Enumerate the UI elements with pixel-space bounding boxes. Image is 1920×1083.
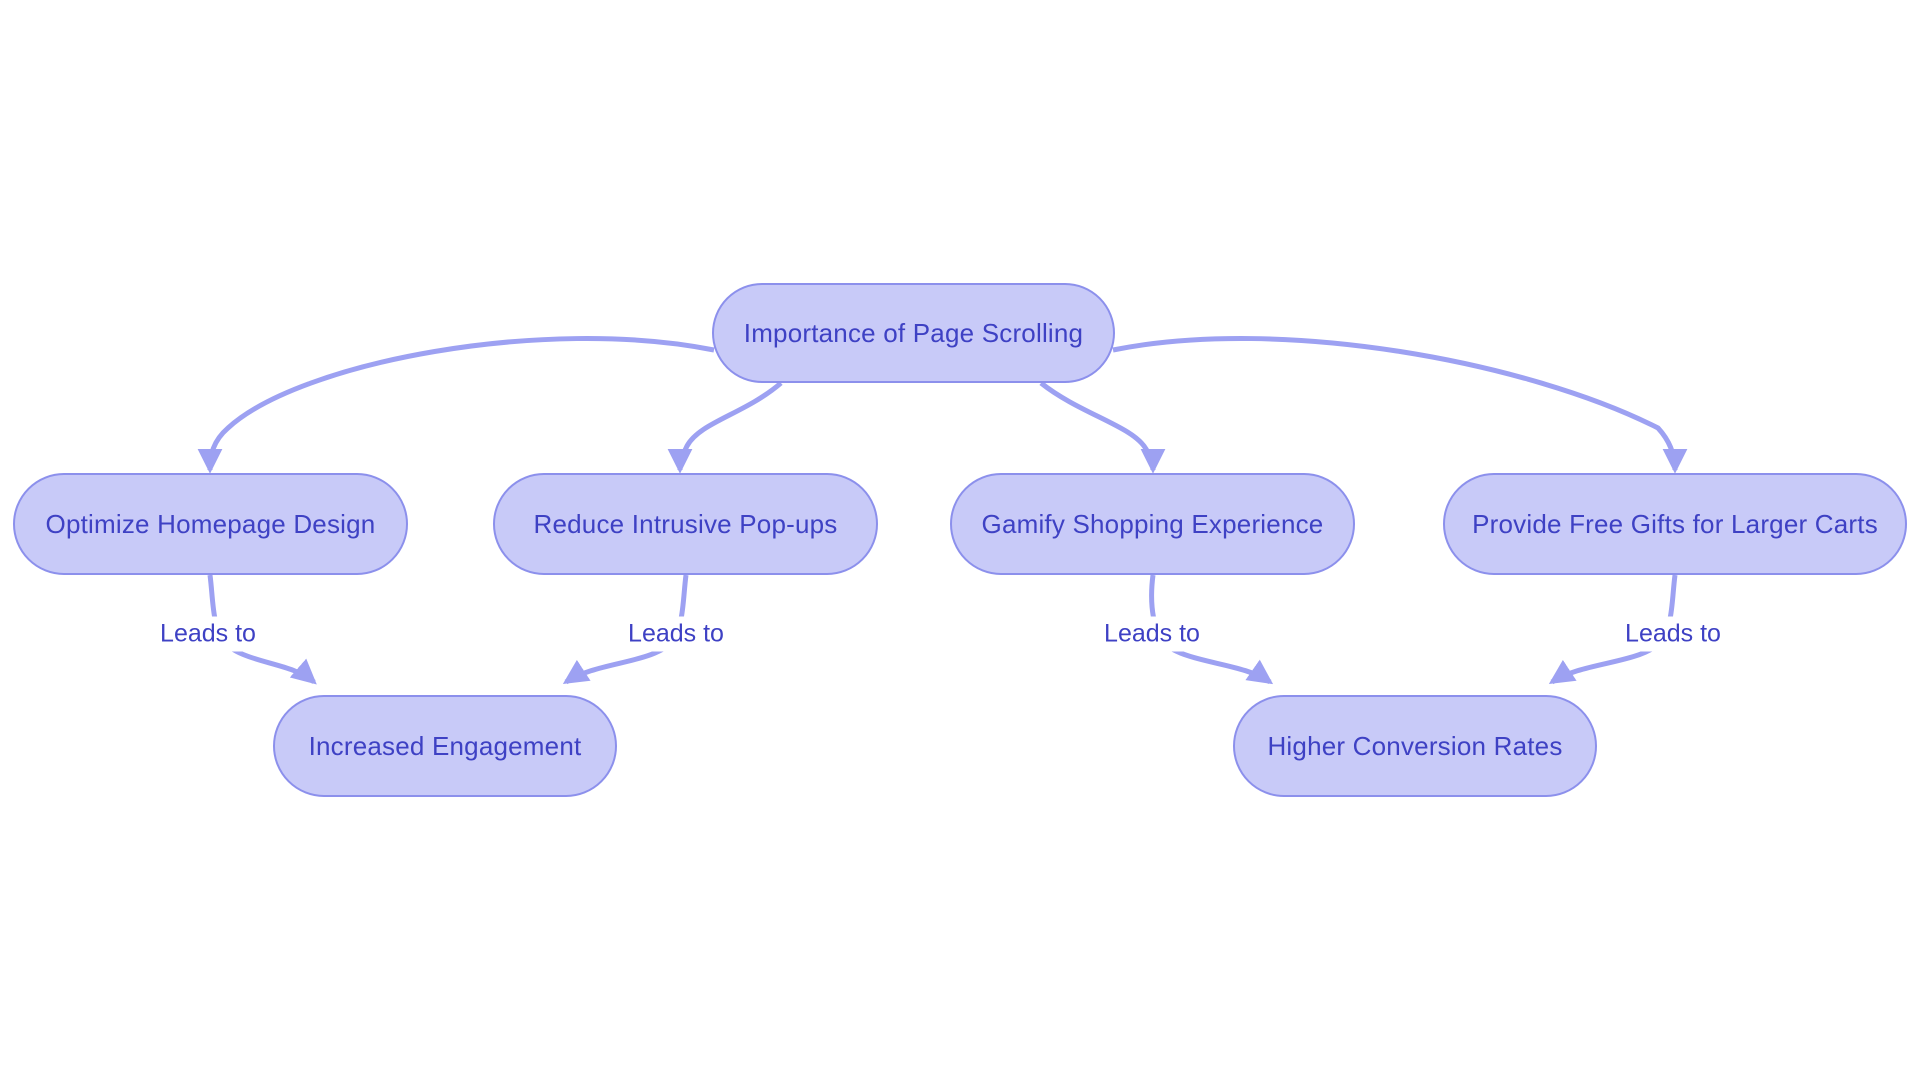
node-higher-conversion-rates: Higher Conversion Rates <box>1233 695 1597 797</box>
edge-label-leads-to: Leads to <box>620 616 732 652</box>
node-label: Optimize Homepage Design <box>45 508 376 539</box>
edge-label-leads-to: Leads to <box>152 616 264 652</box>
edge-label-leads-to: Leads to <box>1096 616 1208 652</box>
node-label: Increased Engagement <box>308 730 582 761</box>
edge-root-to-optimize <box>197 336 715 474</box>
node-provide-free-gifts: Provide Free Gifts for Larger Carts <box>1443 473 1907 575</box>
node-gamify-shopping-experience: Gamify Shopping Experience <box>950 473 1355 575</box>
edge-root-to-gamify <box>1039 381 1166 474</box>
node-label: Importance of Page Scrolling <box>743 317 1084 348</box>
node-label: Gamify Shopping Experience <box>981 508 1324 539</box>
node-increased-engagement: Increased Engagement <box>273 695 617 797</box>
node-label: Higher Conversion Rates <box>1267 730 1563 761</box>
node-optimize-homepage-design: Optimize Homepage Design <box>13 473 408 575</box>
node-label: Provide Free Gifts for Larger Carts <box>1472 508 1878 539</box>
node-label: Reduce Intrusive Pop-ups <box>533 508 838 539</box>
node-reduce-intrusive-popups: Reduce Intrusive Pop-ups <box>493 473 878 575</box>
edge-label-leads-to: Leads to <box>1617 616 1729 652</box>
edge-root-to-popups <box>667 381 783 474</box>
node-importance-of-page-scrolling: Importance of Page Scrolling <box>712 283 1115 383</box>
edge-root-to-gifts <box>1112 336 1688 474</box>
